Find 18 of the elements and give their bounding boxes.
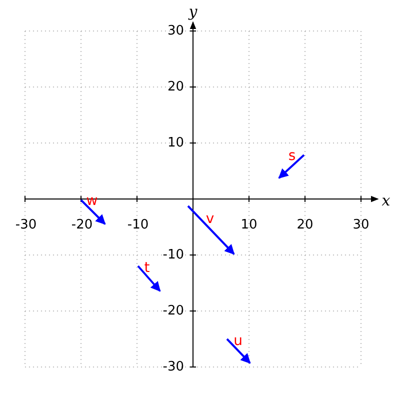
vector-label: s [288,149,296,163]
tick-label: 20 [167,80,184,94]
tick-label: 20 [296,218,314,232]
vector-label: t [144,261,150,275]
tick-label: 10 [240,218,258,232]
axis-label: x [382,194,390,208]
tick-label: -30 [162,360,184,374]
tick-label: 30 [352,218,370,232]
tick-label: 10 [167,136,184,150]
tick-label: -20 [162,304,184,318]
vector-label: u [234,334,242,348]
tick-label: -10 [127,218,149,232]
tick-label: 30 [167,24,184,38]
tick-label: -30 [15,218,37,232]
axis-label: y [188,4,198,20]
tick-label: -20 [71,218,93,232]
vector-label: v [206,212,214,226]
tick-label: -10 [162,248,184,262]
